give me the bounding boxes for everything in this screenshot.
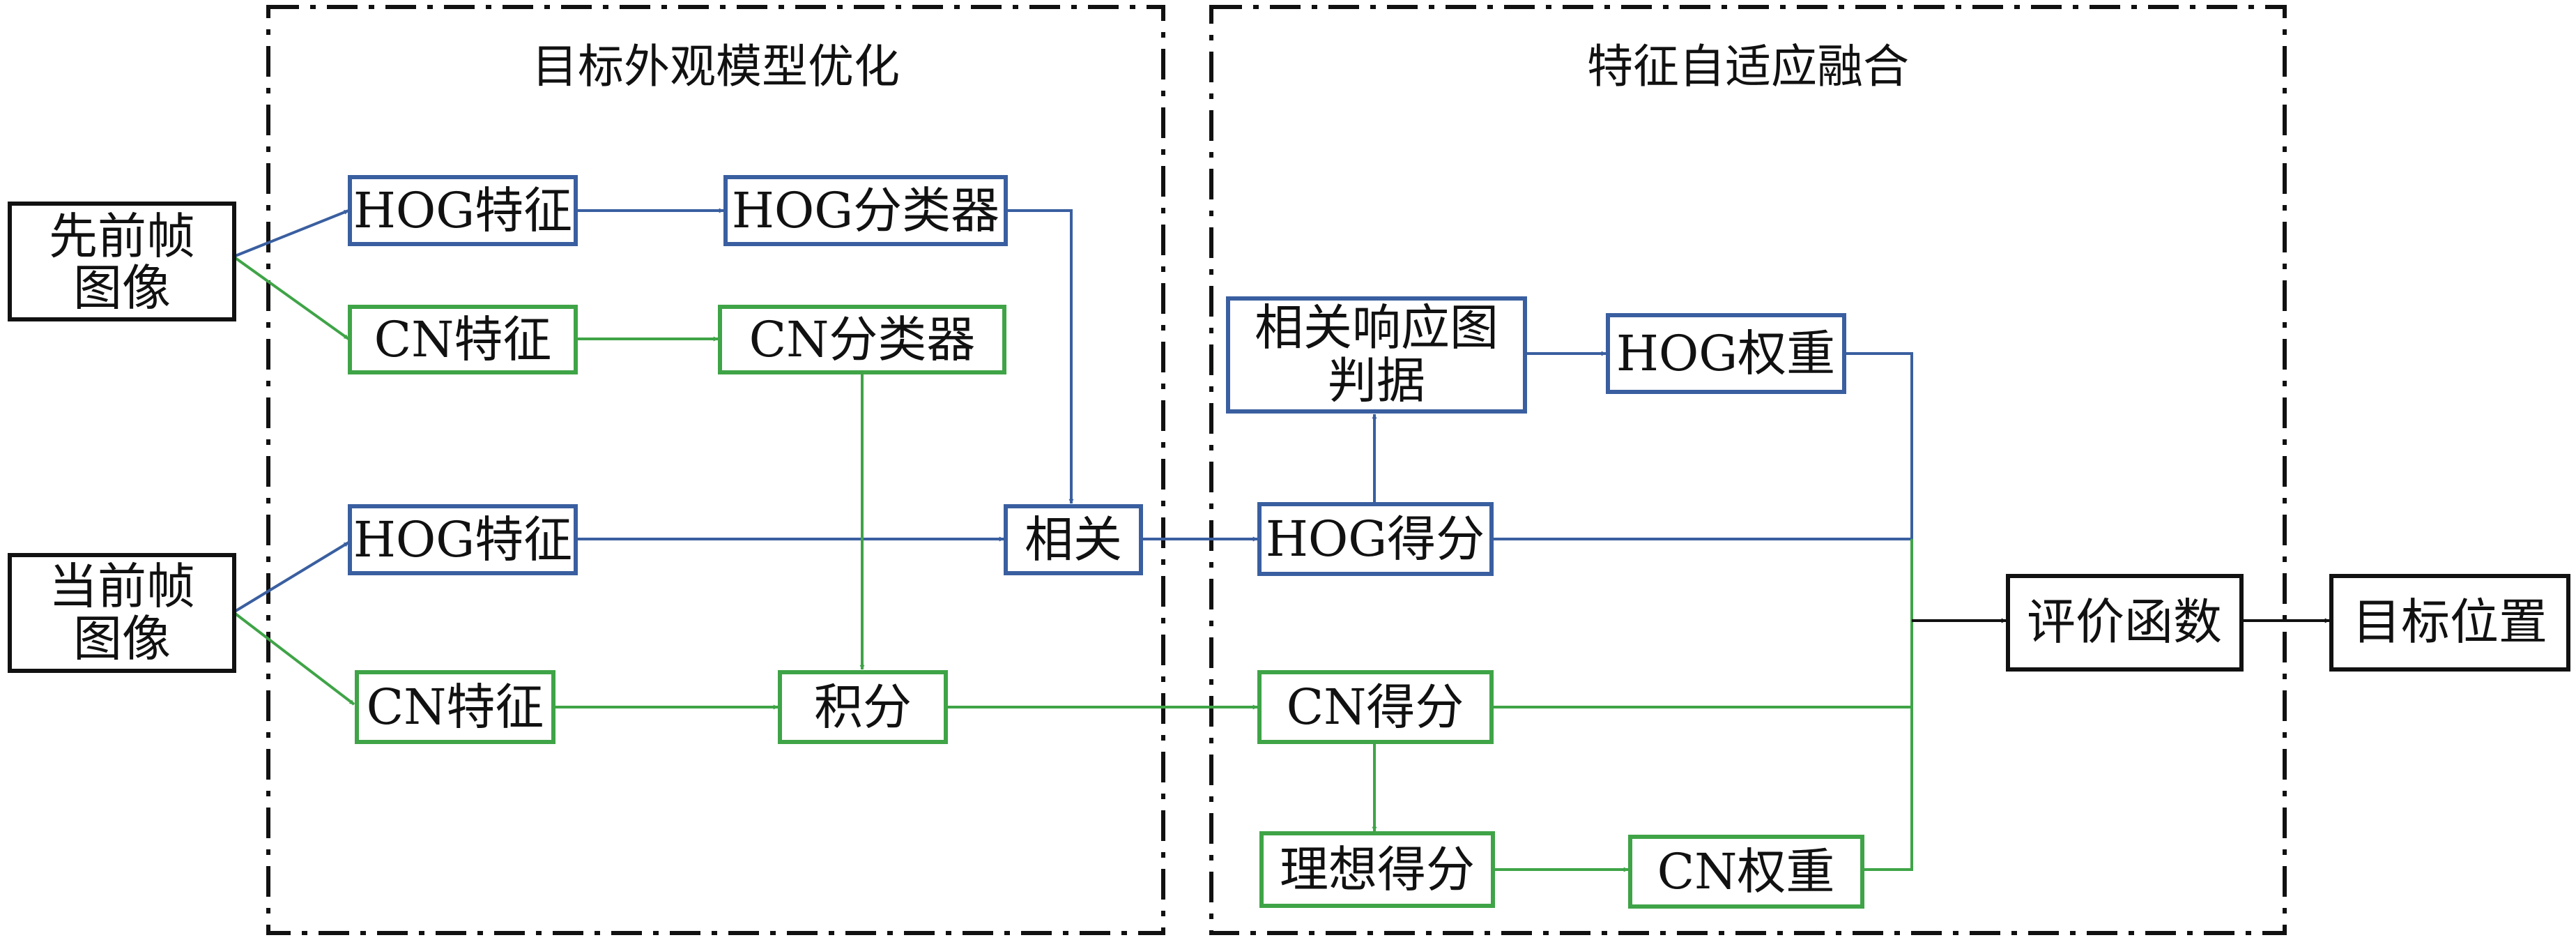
cn-weight-node: CN权重 (1628, 835, 1864, 909)
response-judge-line-1: 相关响应图 (1255, 299, 1498, 356)
section-fusion-frame (1209, 5, 2287, 935)
section-appearance-title: 目标外观模型优化 (532, 40, 900, 93)
cn-classifier-node: CN分类器 (718, 305, 1006, 374)
correlation-label: 相关 (1025, 511, 1122, 568)
hog-score-node: HOG得分 (1257, 502, 1494, 576)
response-judge-line-2: 判据 (1328, 352, 1425, 409)
cn-feature-label-2: CN特征 (367, 679, 544, 736)
hog-feature-node-1: HOG特征 (348, 175, 578, 246)
edge-classifier-to-correlation (1006, 209, 1074, 504)
edge-curr-to-hog (232, 541, 350, 614)
prev-frame-node: 先前帧 图像 (8, 202, 236, 321)
cn-weight-label: CN权重 (1657, 843, 1835, 900)
evaluation-node: 评价函数 (2006, 574, 2244, 672)
integral-label: 积分 (814, 679, 912, 736)
section-appearance-frame (266, 5, 1165, 935)
cn-feature-node-2: CN特征 (355, 670, 555, 744)
edge-hog-weight-to-bus (1844, 352, 1913, 539)
section-fusion-title: 特征自适应融合 (1587, 40, 1909, 93)
hog-classifier-node: HOG分类器 (723, 175, 1008, 246)
hog-feature-label-2: HOG特征 (353, 511, 572, 568)
correlation-node: 相关 (1004, 504, 1143, 575)
hog-feature-label-1: HOG特征 (353, 182, 572, 239)
cn-feature-label-1: CN特征 (374, 311, 552, 368)
curr-frame-node: 当前帧 图像 (8, 553, 236, 673)
ideal-score-node: 理想得分 (1259, 831, 1495, 908)
prev-frame-line-2: 图像 (73, 259, 171, 317)
response-judge-node: 相关响应图 判据 (1226, 296, 1527, 414)
cn-score-node: CN得分 (1257, 670, 1494, 744)
edge-cn-weight-to-bus (1862, 539, 1913, 871)
ideal-score-label: 理想得分 (1280, 841, 1475, 898)
target-position-label: 目标位置 (2352, 593, 2547, 651)
edge-curr-to-cn (232, 611, 355, 706)
cn-feature-node-1: CN特征 (348, 305, 578, 374)
curr-frame-line-1: 当前帧 (49, 558, 195, 615)
cn-score-label: CN得分 (1287, 679, 1464, 736)
curr-frame-line-2: 图像 (73, 610, 171, 667)
hog-classifier-label: HOG分类器 (732, 182, 999, 239)
evaluation-label: 评价函数 (2027, 593, 2222, 651)
target-position-node: 目标位置 (2329, 574, 2570, 672)
hog-feature-node-2: HOG特征 (348, 504, 578, 575)
edge-prev-to-cn (232, 255, 350, 340)
edge-prev-to-hog (233, 209, 349, 258)
cn-classifier-label: CN分类器 (749, 311, 976, 368)
hog-weight-label: HOG权重 (1616, 325, 1835, 382)
prev-frame-line-1: 先前帧 (49, 208, 195, 265)
hog-weight-node: HOG权重 (1606, 313, 1846, 394)
integral-node: 积分 (778, 670, 948, 744)
hog-score-label: HOG得分 (1266, 510, 1485, 568)
